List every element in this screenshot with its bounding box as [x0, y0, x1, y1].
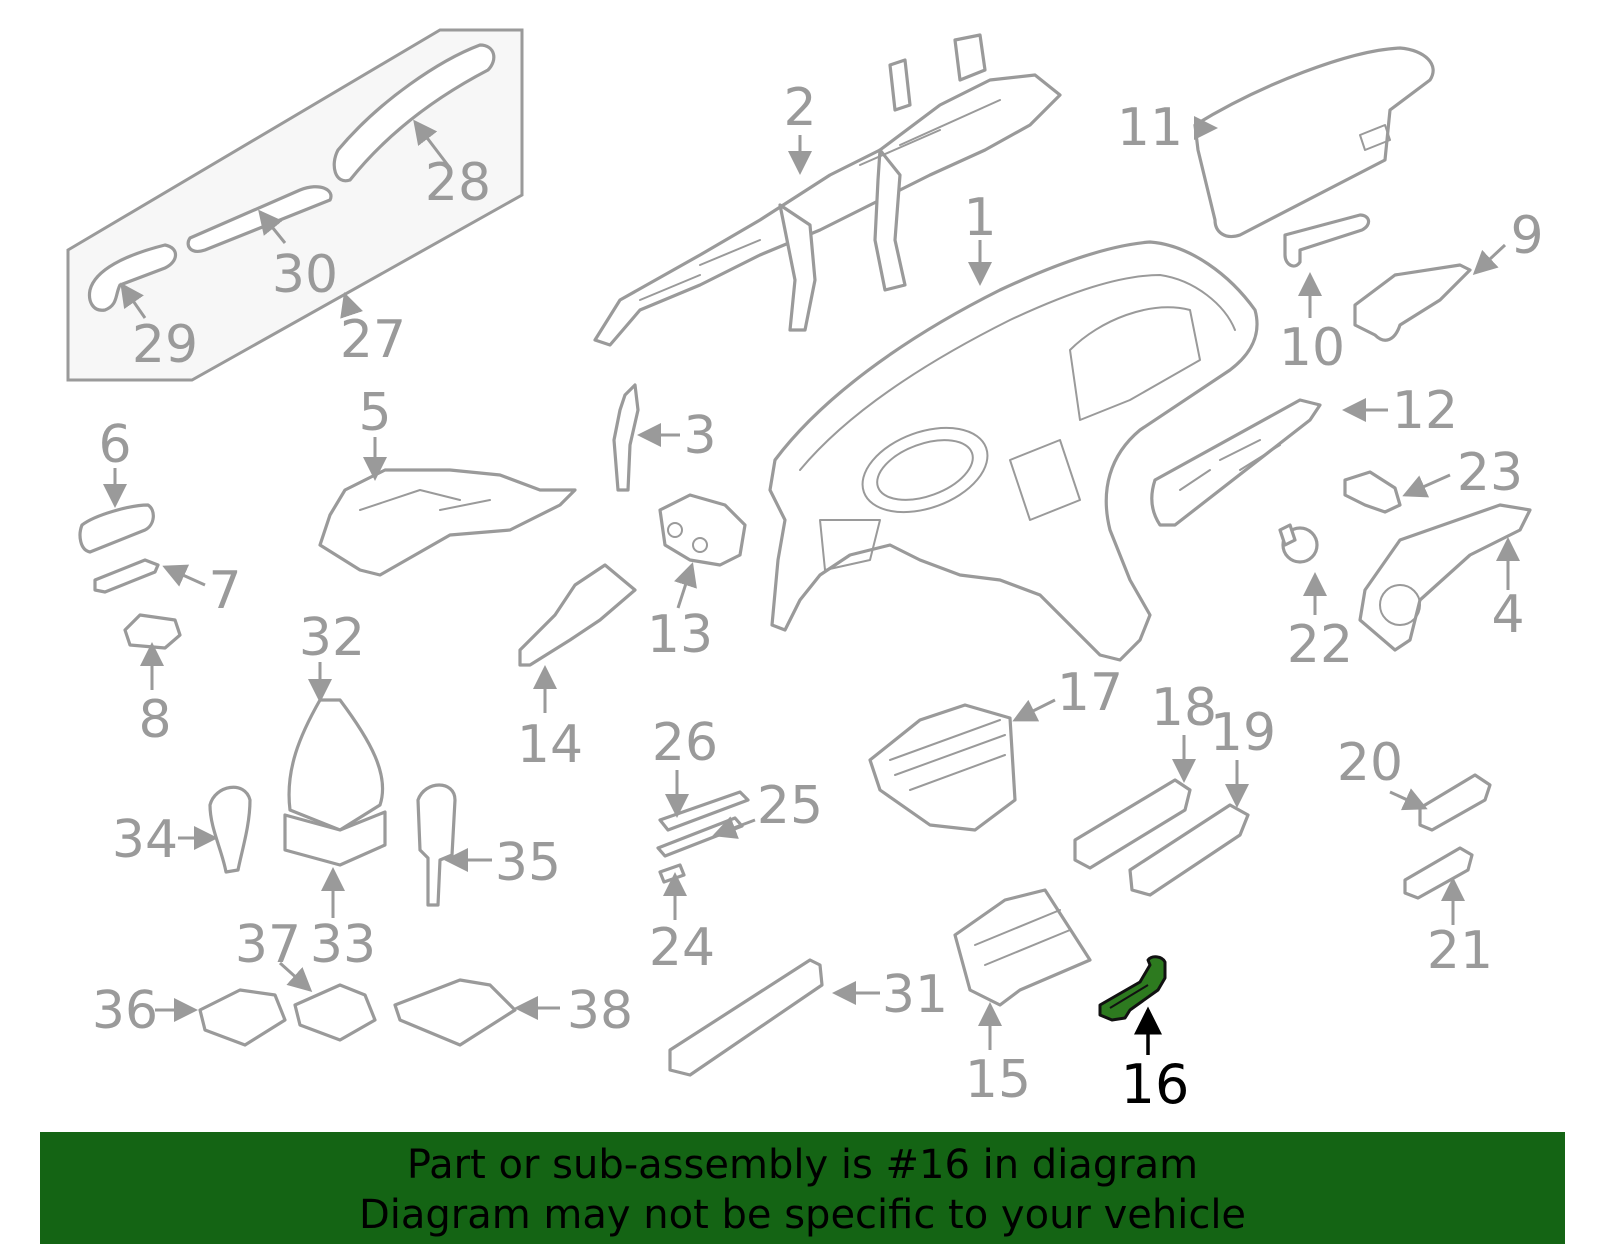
bracket-13 [658, 493, 747, 567]
callout-9: 9 [1510, 206, 1543, 266]
callout-22: 22 [1287, 615, 1353, 675]
callout-11: 11 [1117, 98, 1183, 158]
callout-10: 10 [1279, 318, 1345, 378]
vent-17 [868, 703, 1017, 832]
callout-6: 6 [98, 415, 131, 475]
callout-21: 21 [1427, 921, 1493, 981]
callout-8: 8 [138, 690, 171, 750]
panel-11 [1193, 46, 1435, 239]
callout-14: 14 [517, 715, 583, 775]
tray-5 [318, 468, 577, 577]
trim-31 [668, 958, 824, 1077]
callout-28: 28 [425, 153, 491, 213]
callout-3: 3 [683, 406, 716, 466]
part-16-highlighted [1098, 955, 1167, 1022]
callout-17: 17 [1057, 663, 1123, 723]
callout-23: 23 [1457, 443, 1523, 503]
callout-12: 12 [1392, 381, 1458, 441]
part-21 [1403, 846, 1474, 900]
shift-boot-32 [287, 698, 385, 832]
callout-7: 7 [208, 561, 241, 621]
panel-12 [1150, 398, 1322, 527]
bracket-3 [612, 383, 640, 492]
part-6 [78, 503, 155, 554]
pad-37 [293, 983, 377, 1042]
handle-10 [1283, 213, 1371, 268]
callout-24: 24 [649, 918, 715, 978]
callout-36: 36 [92, 981, 158, 1041]
callout-19: 19 [1210, 703, 1276, 763]
cross-beam-2 [593, 33, 1062, 347]
strip-26 [658, 790, 750, 832]
knob-34 [208, 785, 252, 874]
bracket-15 [953, 888, 1092, 1007]
socket-23 [1343, 470, 1402, 514]
callout-18: 18 [1151, 678, 1217, 738]
info-banner: Part or sub-assembly is #16 in diagram D… [40, 1132, 1565, 1244]
trim-piece-29 [87, 243, 178, 312]
callout-35: 35 [495, 833, 561, 893]
callout-38: 38 [567, 981, 633, 1041]
callout-26: 26 [652, 713, 718, 773]
parts-diagram: 1 2 3 4 5 6 7 8 9 10 11 12 13 14 15 16 1… [66, 28, 1544, 1116]
panel-9 [1353, 263, 1472, 342]
callout-5: 5 [358, 383, 391, 443]
callout-1: 1 [963, 188, 996, 248]
callout-25: 25 [757, 776, 823, 836]
trim-strip-28 [332, 43, 496, 183]
callout-2: 2 [783, 78, 816, 138]
callout-13: 13 [647, 605, 713, 665]
part-20 [1418, 773, 1492, 832]
pad-36 [198, 988, 287, 1047]
callout-33: 33 [310, 915, 376, 975]
cover-38 [393, 978, 517, 1047]
callout-15: 15 [965, 1050, 1031, 1110]
bracket-14 [518, 563, 637, 667]
callout-29: 29 [132, 315, 198, 375]
dashboard-1 [768, 240, 1259, 662]
part-8 [123, 613, 182, 650]
banner-line-2: Diagram may not be specific to your vehi… [358, 1192, 1247, 1238]
callout-labels: 1 2 3 4 5 6 7 8 9 10 11 12 13 14 15 16 1… [92, 78, 1544, 1116]
callout-4: 4 [1491, 585, 1524, 645]
callout-37: 37 [235, 915, 301, 975]
callout-20: 20 [1337, 733, 1403, 793]
callout-27: 27 [340, 310, 406, 370]
banner-line-1: Part or sub-assembly is #16 in diagram [406, 1142, 1199, 1188]
strip-24 [658, 863, 686, 884]
boot-frame-33 [283, 810, 387, 867]
callout-32: 32 [299, 608, 365, 668]
callout-16: 16 [1121, 1053, 1190, 1116]
part-7 [93, 558, 160, 594]
callout-30: 30 [272, 245, 338, 305]
callout-34: 34 [112, 810, 178, 870]
lever-35 [416, 783, 457, 907]
callout-31: 31 [882, 965, 948, 1025]
